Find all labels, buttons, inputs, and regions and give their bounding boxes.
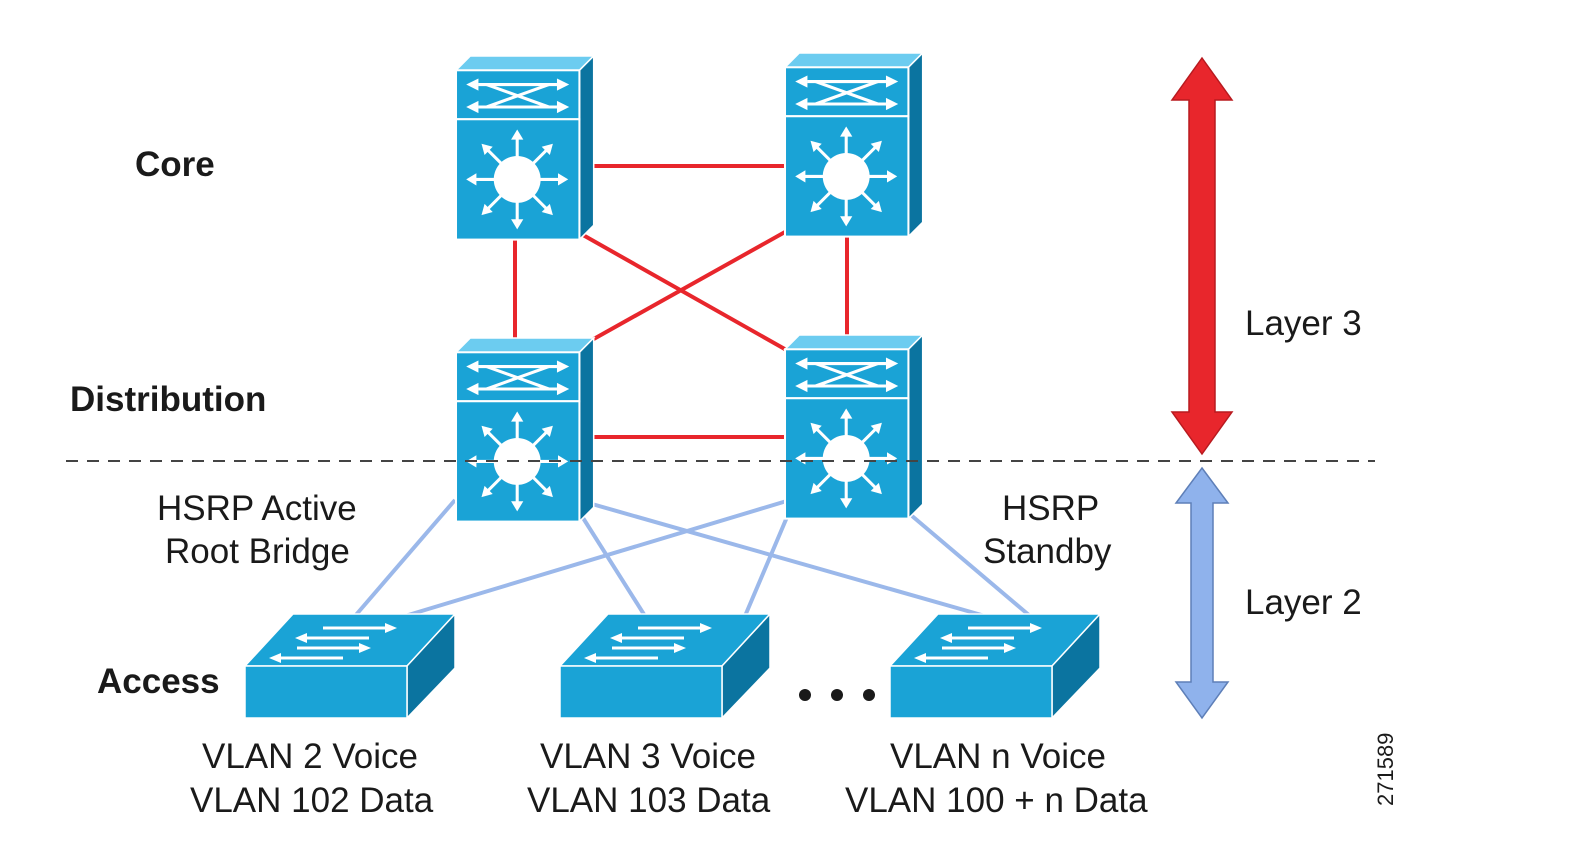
access3-data-vlan: VLAN 100 + n Data [845,781,1148,820]
core-switch-1[interactable] [454,54,596,242]
core-switch-2[interactable] [783,51,925,239]
access3-voice-vlan: VLAN n Voice [890,737,1106,776]
link-dist2-access2 [743,509,792,617]
link-core2-dist1 [582,230,786,347]
access-label: Access [97,662,220,701]
figure-id: 271589 [1373,733,1398,806]
core-label: Core [135,145,215,184]
link-dist2-access3 [903,508,1032,618]
layer2-label: Layer 2 [1245,583,1362,622]
access1-data-vlan: VLAN 102 Data [190,781,434,820]
more-switches-ellipsis [799,689,875,701]
access-switch-1[interactable] [243,612,457,720]
distribution-label: Distribution [70,380,266,419]
layer3-links [513,164,849,439]
access-switch-2[interactable] [558,612,772,720]
hsrp-standby-label: HSRP [1002,489,1099,528]
layer3-arrow [1170,56,1234,456]
root-bridge-label: Root Bridge [165,532,350,571]
link-core1-dist2 [582,233,791,354]
link-dist1-access2 [576,508,647,618]
hsrp-active-label: HSRP Active [157,489,357,528]
layer2-arrow [1174,466,1230,720]
layer3-label: Layer 3 [1245,304,1362,343]
link-dist1-access1 [353,498,457,618]
access1-voice-vlan: VLAN 2 Voice [202,737,418,776]
distribution-switch-1[interactable] [454,336,596,524]
access2-data-vlan: VLAN 103 Data [527,781,771,820]
layer2-links [353,498,1032,618]
distribution-switch-2[interactable] [783,333,925,521]
link-dist2-access1 [404,498,791,618]
standby-label: Standby [983,532,1112,571]
access-switch-3[interactable] [888,612,1102,720]
link-dist1-access3 [577,498,986,618]
access2-voice-vlan: VLAN 3 Voice [540,737,756,776]
